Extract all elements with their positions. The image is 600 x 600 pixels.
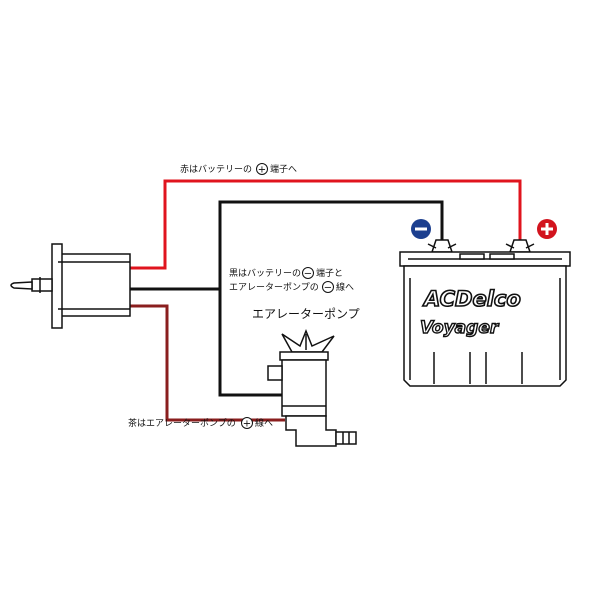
pump-connector — [267, 365, 283, 381]
negative-terminal — [430, 239, 454, 253]
black-label-line2-suffix: 線へ — [336, 281, 354, 293]
minus-circle-glyph: − — [304, 269, 312, 280]
red-wire — [130, 179, 522, 270]
black-wire-pump-branch — [218, 289, 285, 397]
positive-terminal — [508, 239, 532, 253]
black-wire-label: 黒はバッテリーの − 端子と エアレーターポンプの − 線へ — [229, 267, 354, 294]
red-label-text: 赤はバッテリーの — [180, 164, 252, 175]
battery — [399, 239, 571, 387]
switch-shaft — [31, 278, 53, 292]
brown-wire-label: 茶はエアレーターポンプの + 線へ — [128, 417, 273, 430]
plus-circle-glyph: + — [243, 419, 251, 430]
pump-fan — [281, 328, 335, 353]
battery-case — [403, 265, 567, 387]
positive-badge — [537, 219, 557, 239]
black-wire — [130, 200, 444, 291]
pump-base — [285, 415, 337, 447]
switch-flange — [51, 243, 63, 329]
pump-body — [281, 359, 327, 417]
battery-brand-logo: ACDelco — [422, 287, 521, 311]
black-label-line1: 黒はバッテリーの — [229, 268, 301, 279]
brown-label-suffix: 線へ — [255, 417, 273, 429]
switch-knob — [10, 281, 33, 290]
red-wire-label: 赤はバッテリーの + 端子へ — [180, 163, 297, 176]
plus-circle-glyph: + — [258, 165, 266, 176]
brown-wire — [130, 304, 285, 422]
red-label-suffix: 端子へ — [270, 163, 297, 175]
pump-outlet — [335, 431, 357, 445]
pump-cap — [279, 351, 329, 361]
minus-icon — [415, 227, 427, 231]
pump-title: エアレーターポンプ — [252, 307, 360, 321]
brown-label-text: 茶はエアレーターポンプの — [128, 417, 236, 429]
aerator-pump — [267, 328, 357, 447]
black-label-line1-suffix: 端子と — [316, 267, 343, 279]
switch-housing — [57, 253, 131, 317]
battery-model-logo: Voyager — [420, 318, 500, 338]
switch-unit — [10, 243, 131, 329]
black-label-line2: エアレーターポンプの — [229, 282, 319, 293]
negative-badge — [411, 219, 431, 239]
minus-circle-glyph: − — [324, 283, 332, 294]
